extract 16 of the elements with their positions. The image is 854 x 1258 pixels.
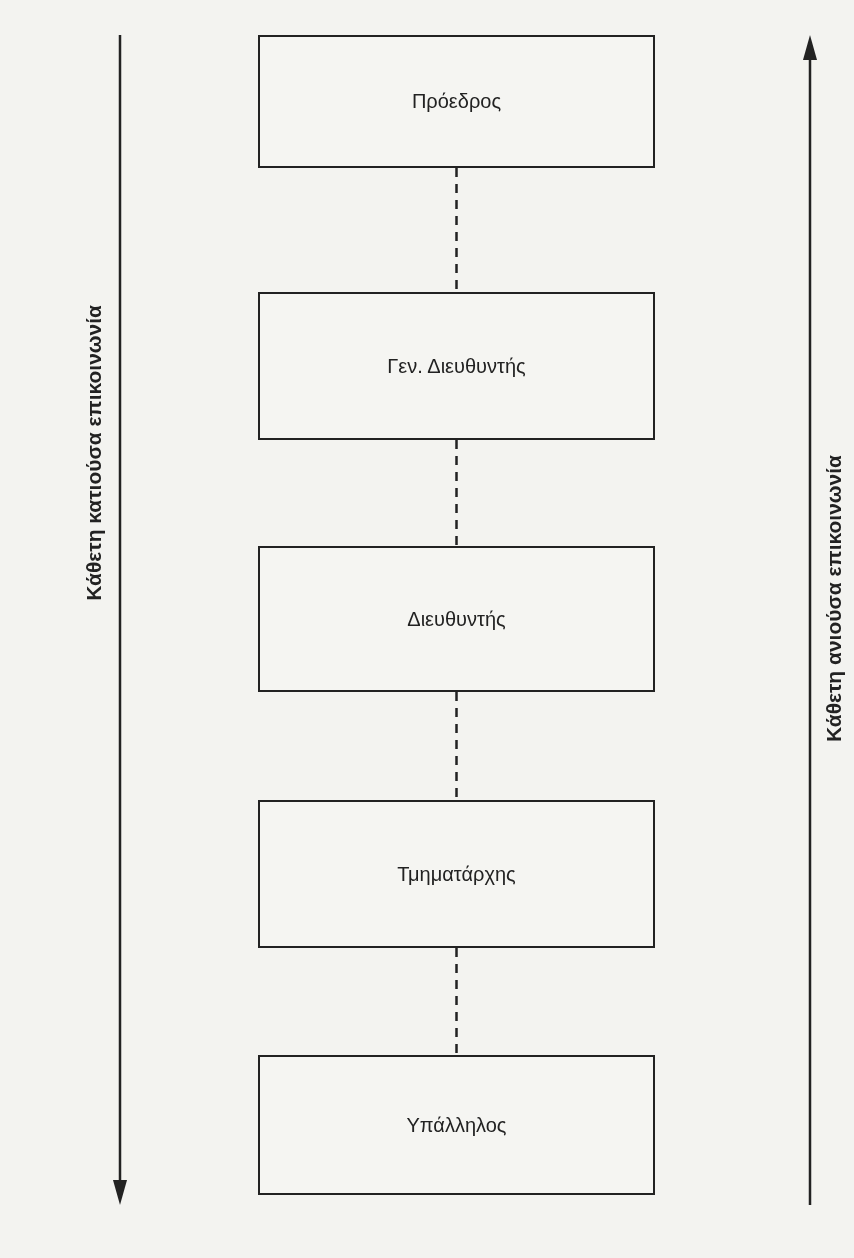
box-label: Τμηματάρχης xyxy=(397,862,516,886)
connector-line xyxy=(455,168,458,292)
connector-line xyxy=(455,440,458,546)
box-label: Πρόεδρος xyxy=(411,90,502,113)
process-box xyxy=(258,546,655,692)
process-box xyxy=(258,292,655,440)
box-label: Υπάλληλος xyxy=(406,1113,507,1137)
connector-line xyxy=(455,948,458,1055)
box-label: Γεν. Διευθυντής xyxy=(387,354,526,378)
connector-line xyxy=(455,692,458,800)
process-box xyxy=(258,35,655,168)
side-label: Κάθετη ανιούσα επικοινωνία xyxy=(822,455,846,742)
side-label: Κάθετη κατιούσα επικοινωνία xyxy=(82,305,106,601)
process-box xyxy=(258,800,655,948)
box-label: Διευθυντής xyxy=(407,607,506,631)
process-box xyxy=(258,1055,655,1195)
